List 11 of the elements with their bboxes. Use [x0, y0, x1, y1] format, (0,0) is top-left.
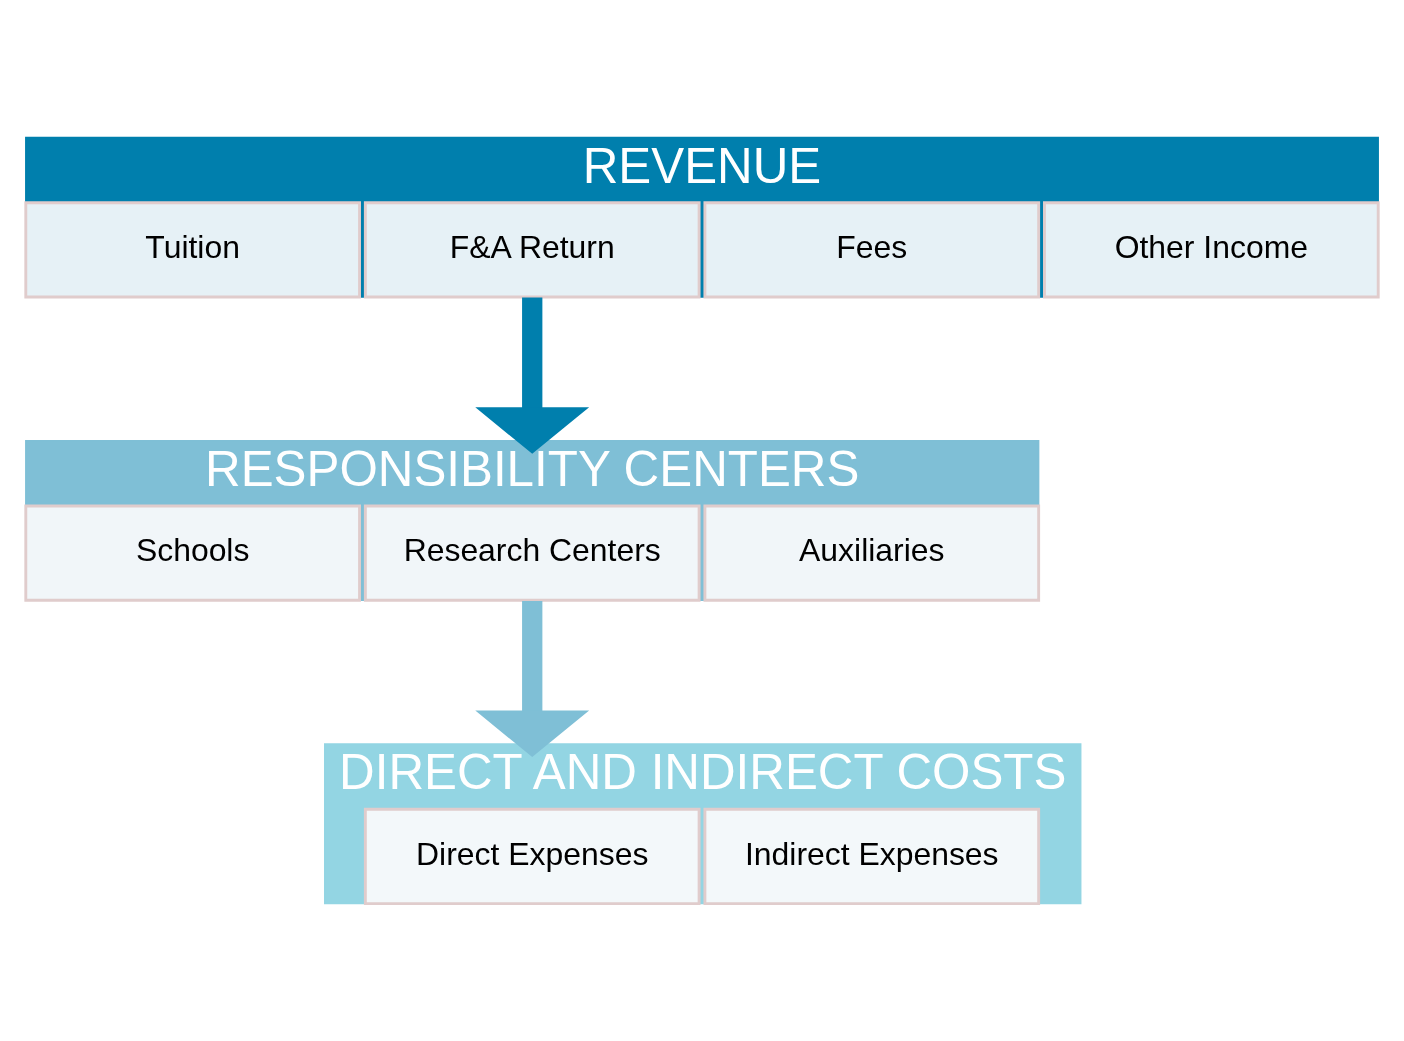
node-box: Indirect Expenses	[703, 807, 1041, 906]
node-box: Direct Expenses	[363, 807, 701, 906]
node-box: Tuition	[24, 201, 361, 299]
node-box: Research Centers	[363, 504, 701, 602]
node-box: Schools	[24, 504, 361, 602]
node-box: F&A Return	[363, 201, 701, 299]
node-box: Fees	[703, 201, 1041, 299]
node-box: Auxiliaries	[703, 504, 1041, 602]
arrow	[475, 297, 590, 454]
node-box: Other Income	[1043, 201, 1380, 299]
arrow	[475, 600, 590, 758]
